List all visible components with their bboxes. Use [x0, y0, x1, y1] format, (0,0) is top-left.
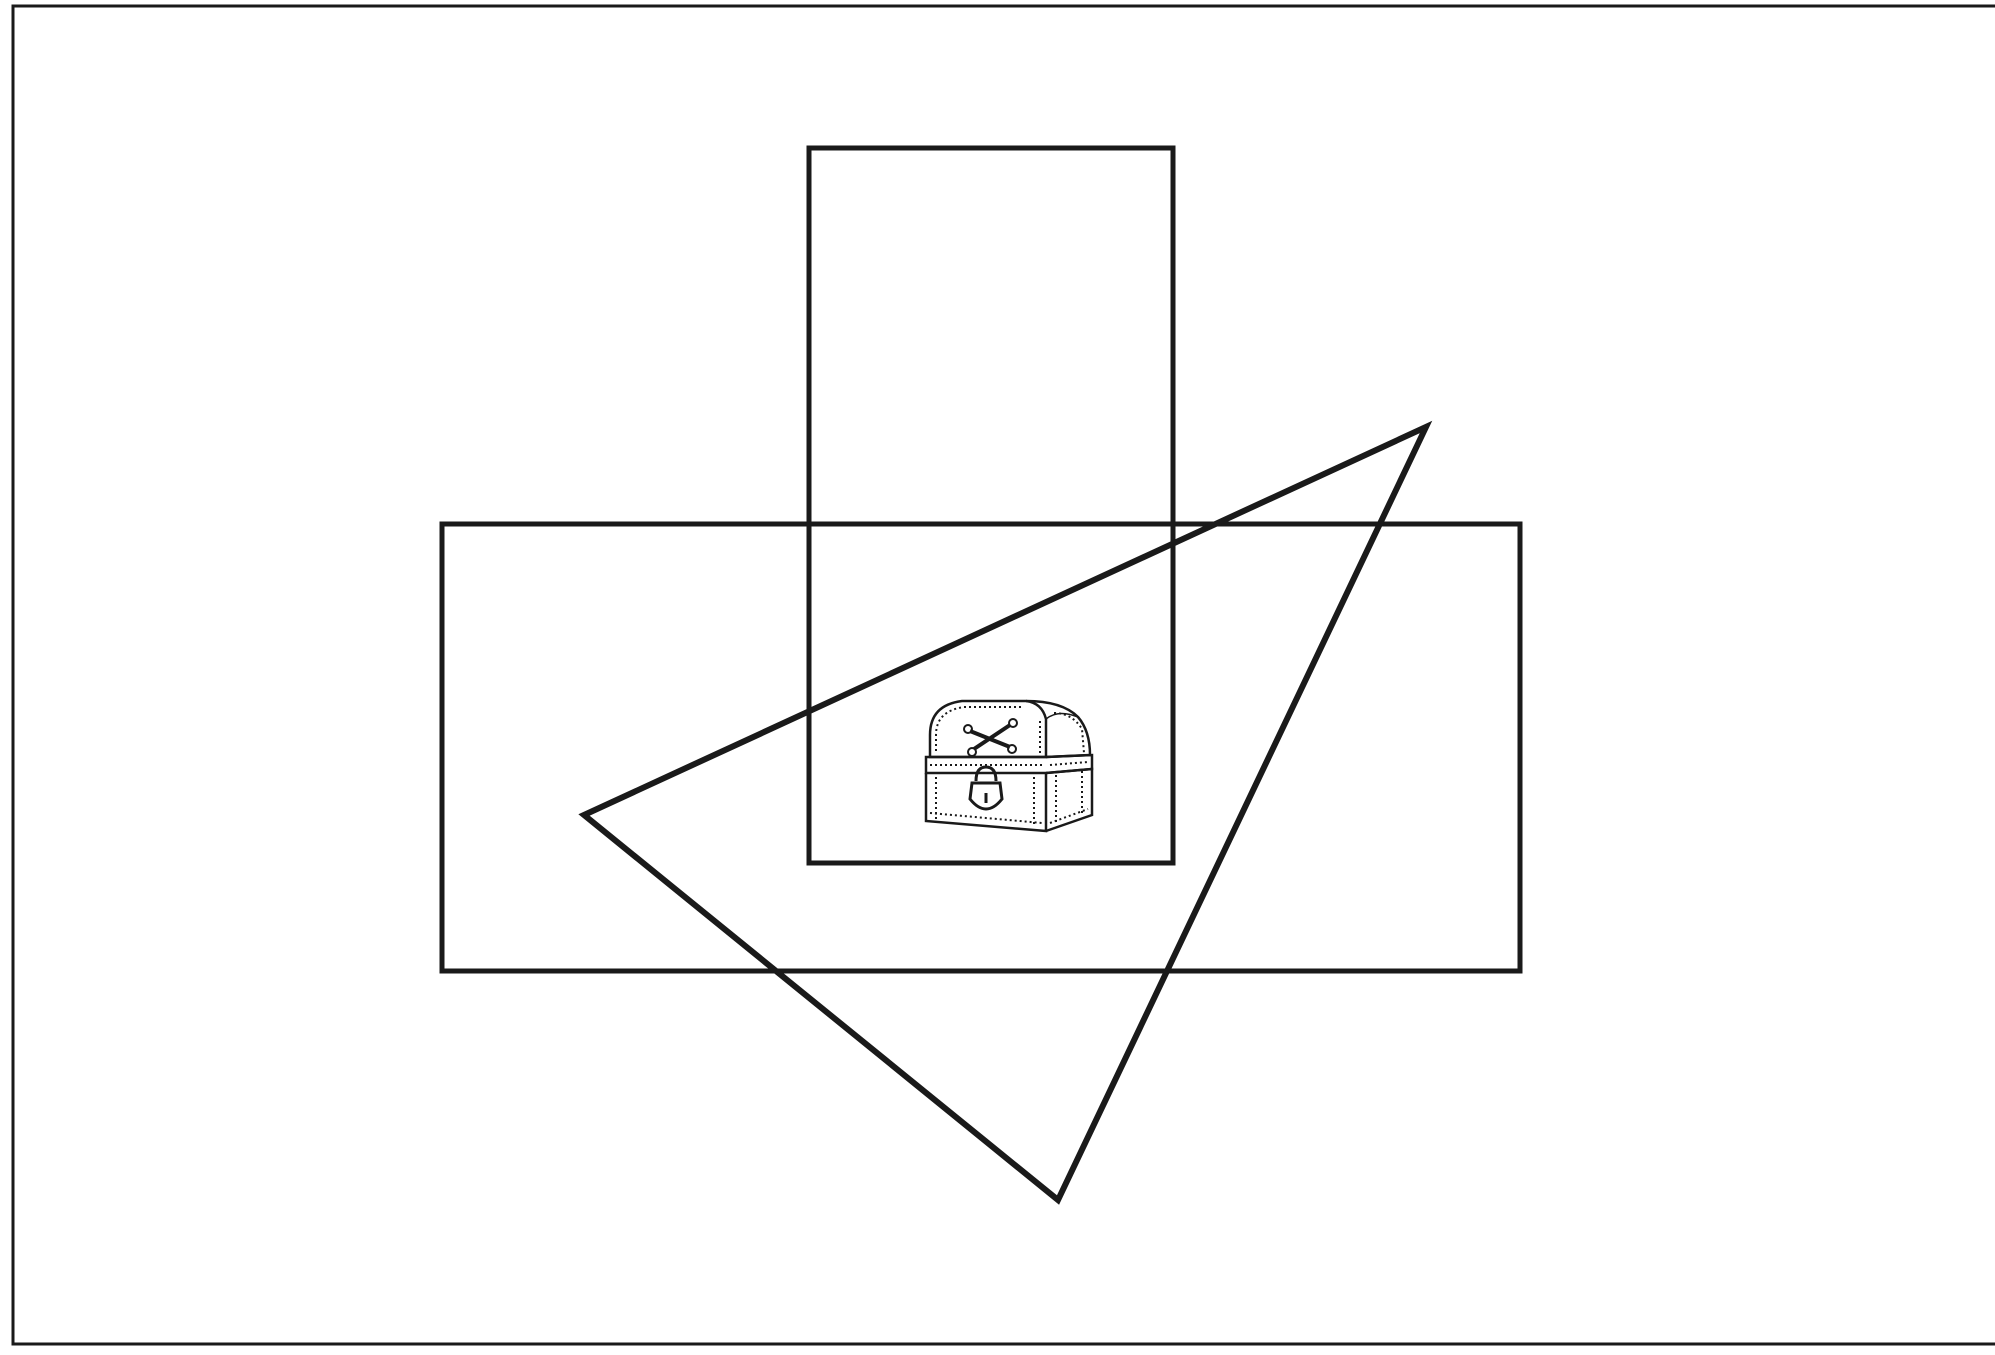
triangle	[584, 427, 1426, 1200]
treasure-chest-icon	[926, 701, 1092, 831]
outer-frame	[13, 6, 1995, 1344]
wide-rectangle	[442, 524, 1520, 971]
